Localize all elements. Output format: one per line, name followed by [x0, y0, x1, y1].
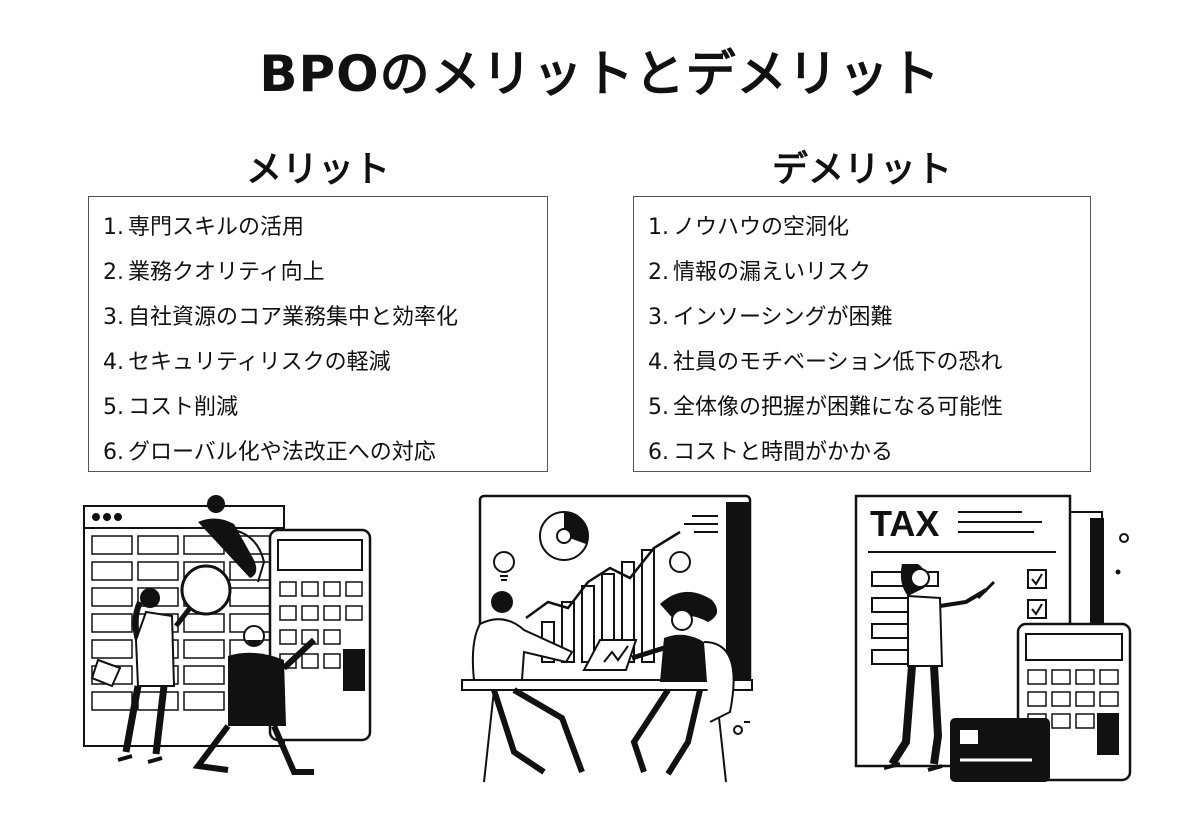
- item-number: 5.: [103, 395, 124, 420]
- demerits-list: 1.ノウハウの空洞化 2.情報の漏えいリスク 3.インソーシングが困難 4.社員…: [648, 205, 1090, 475]
- list-item: 2.業務クオリティ向上: [103, 250, 547, 295]
- list-item: 1.専門スキルの活用: [103, 205, 547, 250]
- tax-form-calculator-icon: TAX: [854, 494, 1132, 782]
- list-item: 3.自社資源のコア業務集中と効率化: [103, 295, 547, 340]
- list-item: 3.インソーシングが困難: [648, 295, 1090, 340]
- list-item: 6.コストと時間がかかる: [648, 430, 1090, 475]
- list-item: 5.コスト削減: [103, 385, 547, 430]
- merits-list: 1.専門スキルの活用 2.業務クオリティ向上 3.自社資源のコア業務集中と効率化…: [103, 205, 547, 475]
- list-item: 4.セキュリティリスクの軽減: [103, 340, 547, 385]
- dashboard-meeting-illustration: [454, 492, 759, 787]
- list-item: 6.グローバル化や法改正への対応: [103, 430, 547, 475]
- demerits-list-box: 1.ノウハウの空洞化 2.情報の漏えいリスク 3.インソーシングが困難 4.社員…: [633, 196, 1091, 472]
- item-text: ノウハウの空洞化: [673, 215, 850, 240]
- item-number: 3.: [648, 305, 669, 330]
- item-number: 6.: [648, 440, 669, 465]
- item-text: インソーシングが困難: [673, 305, 893, 330]
- item-text: 全体像の把握が困難になる可能性: [673, 395, 1004, 420]
- item-text: コストと時間がかかる: [673, 440, 894, 465]
- merits-list-box: 1.専門スキルの活用 2.業務クオリティ向上 3.自社資源のコア業務集中と効率化…: [88, 196, 548, 472]
- item-number: 2.: [648, 260, 669, 285]
- item-number: 4.: [648, 350, 669, 375]
- item-text: コスト削減: [128, 395, 239, 420]
- tax-paperwork-illustration: TAX: [842, 490, 1142, 790]
- item-number: 1.: [648, 215, 669, 240]
- list-item: 2.情報の漏えいリスク: [648, 250, 1090, 295]
- item-text: 社員のモチベーション低下の恐れ: [673, 350, 1003, 375]
- item-number: 4.: [103, 350, 124, 375]
- demerits-heading: デメリット: [771, 149, 952, 190]
- page-title: BPOのメリットとデメリット: [259, 45, 941, 103]
- item-number: 2.: [103, 260, 124, 285]
- spreadsheet-calculator-icon: [83, 495, 372, 775]
- spreadsheet-team-illustration: [78, 490, 378, 790]
- list-item: 1.ノウハウの空洞化: [648, 205, 1090, 250]
- tax-label: TAX: [870, 503, 939, 544]
- item-text: 業務クオリティ向上: [128, 260, 325, 285]
- list-item: 5.全体像の把握が困難になる可能性: [648, 385, 1090, 430]
- item-number: 3.: [103, 305, 124, 330]
- analytics-dashboard-icon: [461, 494, 753, 783]
- item-number: 5.: [648, 395, 669, 420]
- item-text: 自社資源のコア業務集中と効率化: [128, 305, 459, 330]
- item-text: 専門スキルの活用: [128, 215, 305, 240]
- list-item: 4.社員のモチベーション低下の恐れ: [648, 340, 1090, 385]
- merits-heading: メリット: [245, 149, 390, 190]
- item-text: 情報の漏えいリスク: [673, 260, 872, 285]
- item-number: 6.: [103, 440, 124, 465]
- item-number: 1.: [103, 215, 124, 240]
- item-text: グローバル化や法改正への対応: [128, 440, 436, 465]
- item-text: セキュリティリスクの軽減: [128, 350, 391, 375]
